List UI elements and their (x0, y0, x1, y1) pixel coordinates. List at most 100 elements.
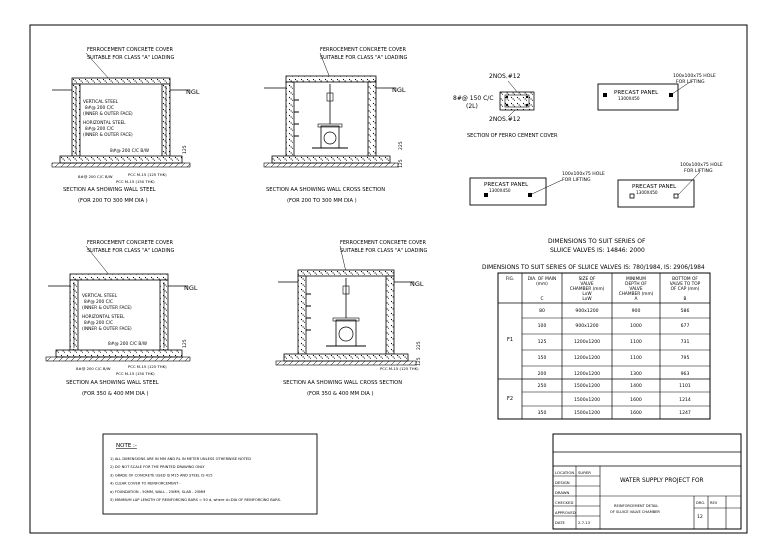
cover-leader (319, 52, 331, 79)
table-heading-2: SLUICE VALVES IS: 14846: 2000 (550, 247, 645, 254)
lifting-hole (528, 193, 532, 197)
panel-b-hole-1: 100x100x75 HOLE (562, 171, 605, 177)
table-row-rules-f1 (522, 317, 710, 367)
valve-bonnet (332, 317, 360, 322)
table-cell: 1400 (630, 383, 642, 389)
ngl-label: NGL (392, 86, 406, 94)
table-cell: 1200x1200 (574, 371, 600, 377)
date-value: 2.7.13 (578, 520, 591, 525)
bar (505, 103, 509, 107)
horizontal-steel-face: (INNER & OUTER FACE) (83, 132, 133, 138)
panel-b-hole-2: FOR LIFTING (562, 177, 591, 183)
panel-c-hole-2: FOR LIFTING (684, 168, 713, 174)
title-block: LOCATION SURER DESIGN DRAWN CHECKED APPR… (552, 433, 742, 530)
table-cell: 900x1200 (575, 323, 598, 329)
valve-body (320, 125, 340, 149)
dim-125: 125 (182, 145, 188, 154)
table-cell: 80 (539, 308, 545, 314)
step-irons (294, 99, 299, 137)
table-columns (521, 273, 661, 419)
table-cell: 250 (538, 383, 547, 389)
design-label: DESIGN (555, 480, 570, 485)
section-caption-sub: (FOR 350 & 400 MM DIA ) (307, 391, 374, 397)
project-title: WATER SUPPLY PROJECT FOR (620, 478, 704, 484)
note-item: a) FOUNDATION - 50MM, WALL - 25MM, SLAB … (110, 490, 205, 494)
sheet-title-1: REINFORCEMENT DETAIL (614, 504, 658, 508)
cover-label-line1: FERROCEMENT CONCRETE COVER (320, 47, 406, 53)
vertical-bars (75, 86, 167, 154)
table-cell: 1101 (679, 383, 691, 389)
panel-b (469, 177, 547, 206)
table-cell: 1214 (679, 397, 691, 403)
vertical-steel-label: VERTICAL STEEL (82, 293, 118, 299)
table-cell: 1600 (630, 410, 642, 416)
horizontal-steel-face: (INNER & OUTER FACE) (82, 326, 132, 332)
sheet-border (29, 24, 748, 534)
left-wall (297, 275, 307, 355)
table-cell: 350 (538, 410, 547, 416)
table-fig-cell: F2 (507, 396, 513, 402)
base-slab (55, 349, 183, 358)
stirrups-label: 8#@ 150 C/C (453, 95, 494, 102)
note-item: 1) ALL DIMENSIONS ARE IN MM AND RL IN ME… (110, 457, 251, 461)
table-cell: 150 (538, 355, 547, 361)
note-item: 2) DO NOT SCALE FOR THE PRINTED DRAWING … (110, 465, 205, 469)
section-caption: SECTION AA SHOWING WALL CROSS SECTION (283, 380, 402, 386)
table-row-rules-f2 (522, 391, 710, 407)
notes-title: NOTE :- (116, 443, 137, 449)
table-cell: 586 (681, 308, 690, 314)
bar (505, 95, 509, 99)
section-caption: SECTION OF FERRO CEMENT COVER (467, 133, 558, 139)
table-header-letter: LxW (582, 296, 592, 302)
panel-b-title: PRECAST PANEL (484, 182, 529, 188)
note-item: 5) MINIMUM LAP LENGTH OF REINFORCING BAR… (110, 498, 281, 502)
dim-225: 225 (416, 341, 422, 350)
panel-a-hole-1: 100x100x75 HOLE (673, 73, 716, 79)
bottom-steel-label: 8#@ 200 C/C B/W (76, 366, 111, 371)
left-wall (285, 81, 295, 157)
panel-c-size: 1300X450 (636, 190, 658, 195)
ngl-label: NGL (186, 88, 200, 96)
vertical-steel-label: VERTICAL STEEL (83, 99, 119, 105)
location-value: SURER (578, 470, 591, 475)
cover-slab (297, 269, 395, 277)
hole-leader (531, 179, 563, 195)
vertical-bars (73, 282, 165, 348)
sheet-number: 12 (697, 514, 703, 520)
base-steel-label: 8#@ 200 C/C B/W (108, 341, 148, 347)
table-cell: 677 (681, 323, 690, 329)
checked-label: CHECKED (555, 500, 573, 505)
hole-leader (677, 171, 701, 196)
lifting-hole (669, 93, 673, 97)
lifting-hole (603, 93, 607, 97)
notes-box: NOTE :- 1) ALL DIMENSIONS ARE IN MM AND … (102, 433, 318, 515)
spindle-cap (342, 285, 350, 295)
drawn-label: DRAWN (555, 490, 570, 495)
notes-list: 1) ALL DIMENSIONS ARE IN MM AND RL IN ME… (110, 457, 281, 502)
table-header-cell: FIG. (506, 276, 514, 282)
pcc-bed (263, 162, 399, 168)
table-cell: 1500x1200 (574, 383, 600, 389)
title-rules-left (553, 475, 600, 517)
cover-slab (285, 75, 377, 83)
panel-a-hole-2: FOR LIFTING (676, 79, 705, 85)
valve-wheel (323, 131, 337, 145)
horizontal-steel-spec: 8#@ 200 C/C (84, 320, 113, 326)
notes-frame (102, 433, 318, 515)
pcc-bed (45, 356, 191, 362)
pcc-bed (51, 162, 191, 168)
dimension-table: DIMENSIONS TO SUIT SERIES OF SLUICE VALV… (482, 238, 711, 420)
dim-125: 125 (416, 357, 422, 366)
valve-bonnet (317, 123, 343, 128)
title-block-frame (552, 433, 742, 530)
cover-leader (85, 245, 111, 277)
base-slab (271, 155, 391, 164)
vertical-steel-face: (INNER & OUTER FACE) (82, 305, 132, 311)
title-cols-left (575, 466, 601, 529)
bottom-steel-label: 8#@ 200 C/C B/W (78, 174, 113, 179)
horizontal-steel-spec: 8#@ 200 C/C (85, 126, 114, 132)
cover-label-line2: SUITABLE FOR CLASS "A" LOADING (87, 248, 175, 254)
table-header-cell: DIA. OF MAIN(mm) (528, 276, 557, 287)
